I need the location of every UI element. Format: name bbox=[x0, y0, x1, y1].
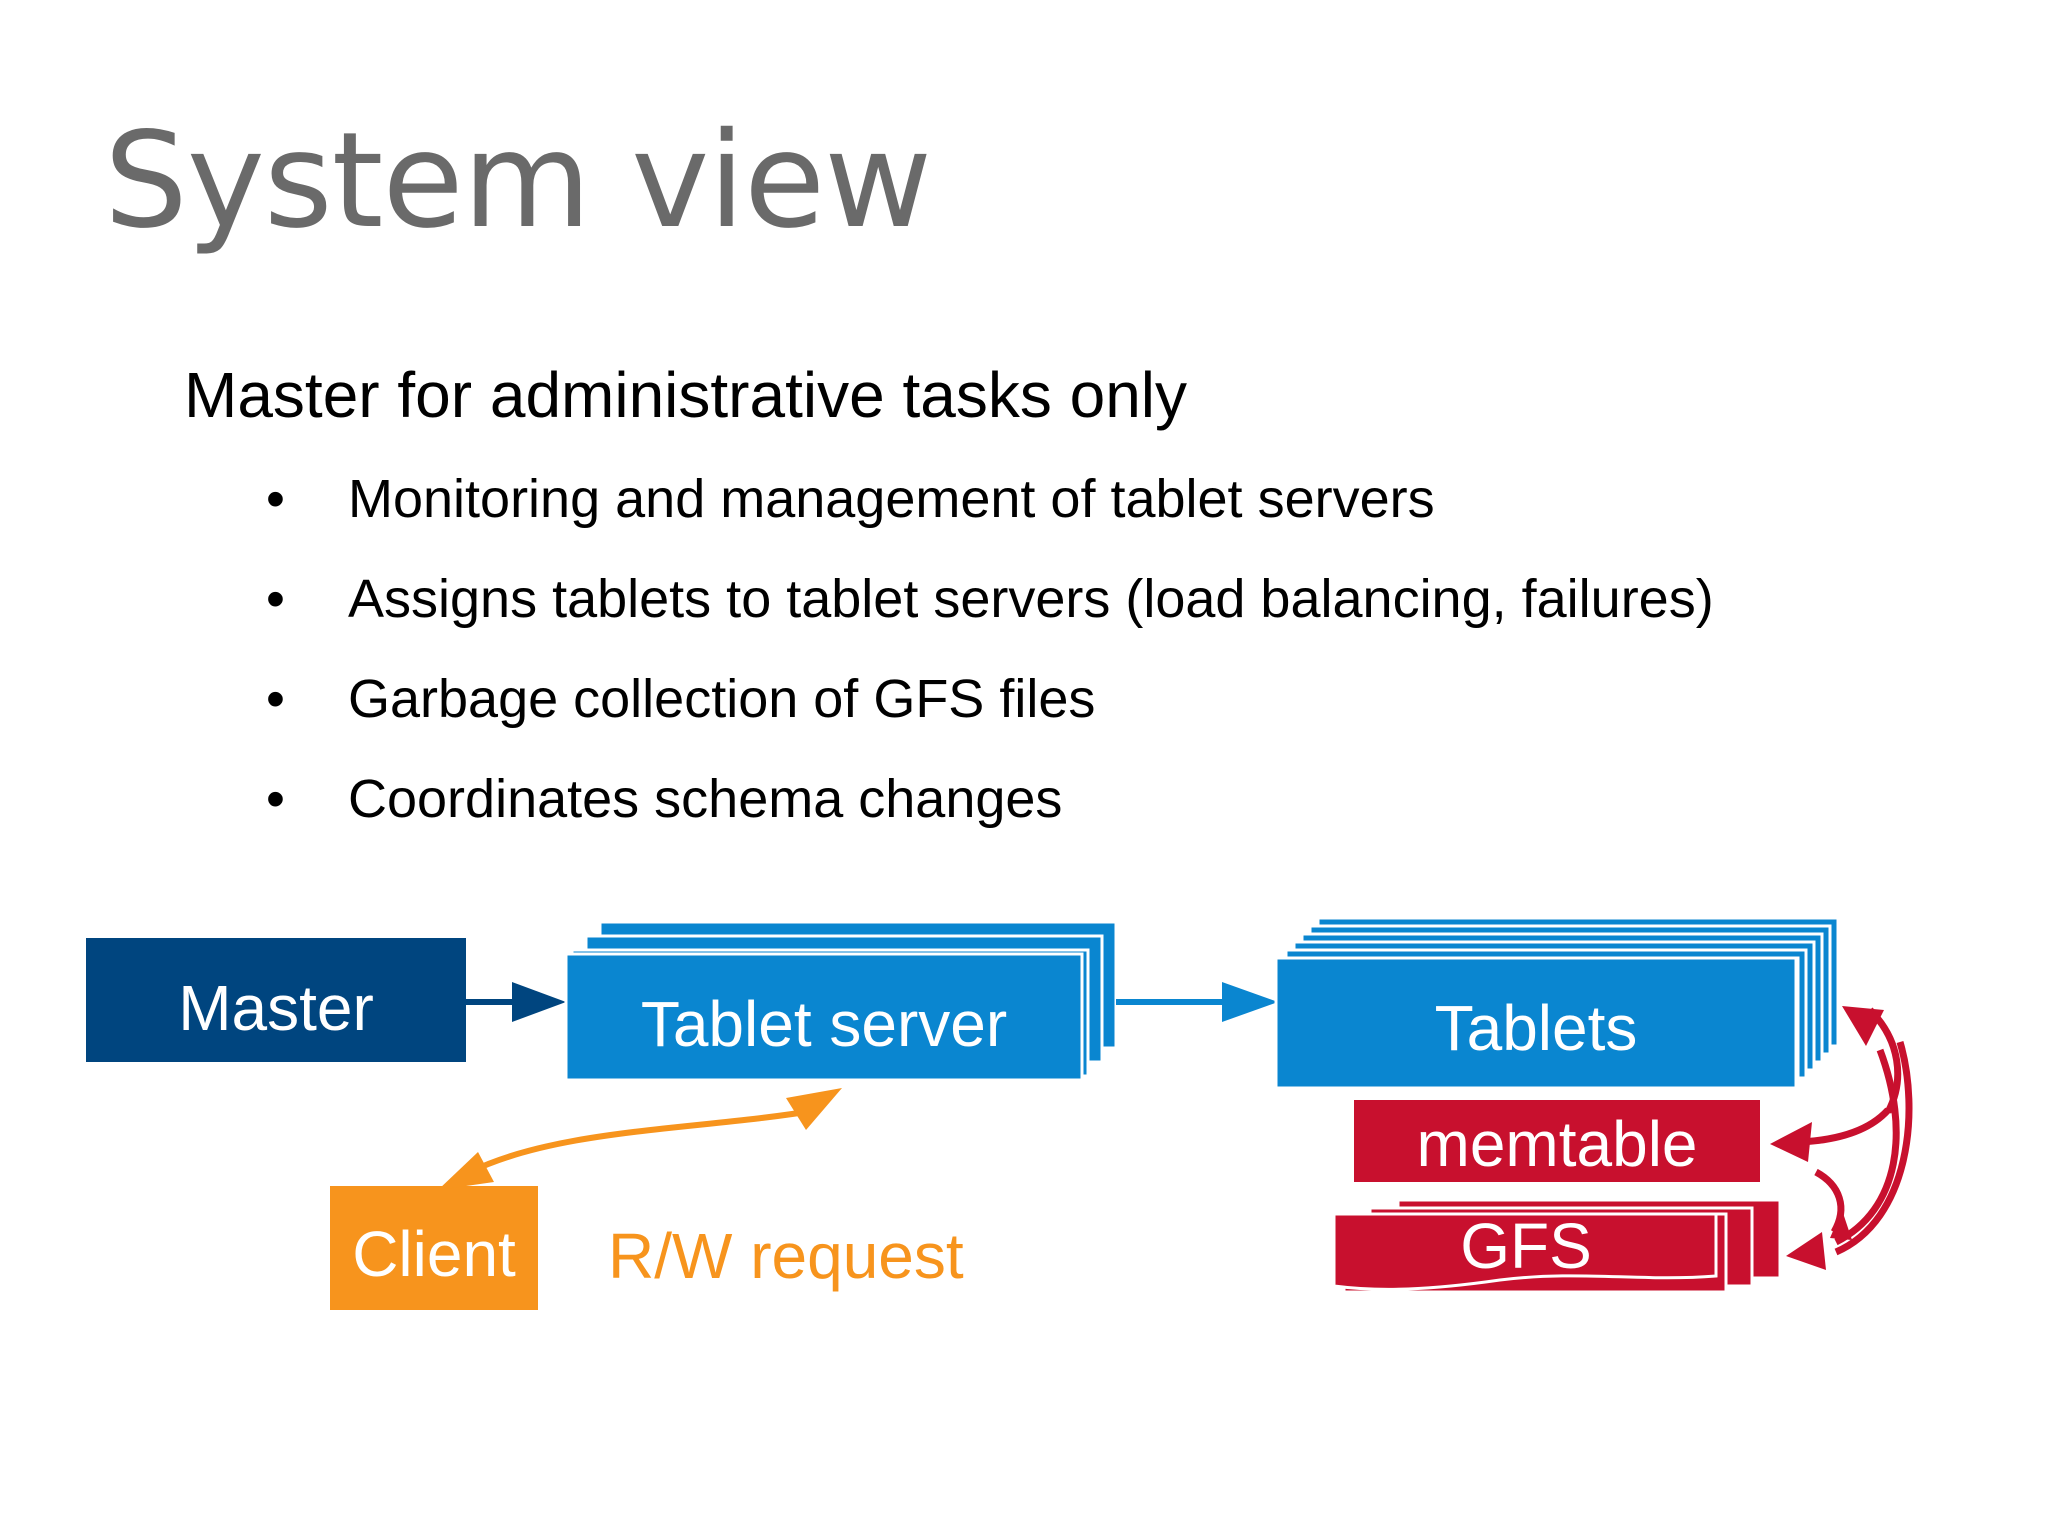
tablets-stack: Tablets bbox=[1274, 916, 1840, 1090]
bullet-symbol: • bbox=[266, 569, 285, 629]
arrowhead-memtable bbox=[1770, 1122, 1812, 1162]
memtable-node: memtable bbox=[1354, 1100, 1760, 1182]
master-box bbox=[86, 938, 466, 1062]
gfs-box bbox=[1332, 1212, 1718, 1291]
bullet-text: Monitoring and management of tablet serv… bbox=[348, 469, 1435, 529]
tablets-box bbox=[1274, 956, 1798, 1090]
tablet-server-stack: Tablet server bbox=[564, 920, 1118, 1082]
client-tablet-server-arrow bbox=[438, 1088, 842, 1190]
gfs-back-box bbox=[1396, 1198, 1782, 1280]
bullet-text: Coordinates schema changes bbox=[348, 769, 1063, 829]
gfs-stack: GFS bbox=[1332, 1198, 1782, 1294]
arrowhead-client bbox=[438, 1152, 494, 1190]
tablet-server-label: Tablet server bbox=[641, 988, 1007, 1060]
memtable-label: memtable bbox=[1417, 1108, 1698, 1180]
arrowhead-tablet-server bbox=[786, 1088, 842, 1130]
bullet-text: Garbage collection of GFS files bbox=[348, 669, 1096, 729]
tablets-back-box bbox=[1276, 956, 1800, 1088]
tablet-server-back-box bbox=[598, 920, 1118, 1050]
gfs-label: GFS bbox=[1460, 1210, 1592, 1282]
tablets-back-box bbox=[1308, 924, 1832, 1056]
bullet-symbol: • bbox=[266, 769, 285, 829]
tablet-server-back-box bbox=[584, 934, 1104, 1064]
gfs-back-box bbox=[1342, 1212, 1728, 1294]
gfs-back-box bbox=[1368, 1206, 1754, 1288]
tablet-server-to-tablets-arrow bbox=[1116, 982, 1278, 1022]
master-to-tablet-server-arrow bbox=[466, 982, 566, 1022]
arrowhead-gfs-mid bbox=[1830, 1210, 1852, 1240]
client-box bbox=[330, 1186, 538, 1310]
memtable-box bbox=[1354, 1100, 1760, 1182]
slide-title: System view bbox=[104, 104, 932, 258]
tablets-back-box bbox=[1300, 932, 1824, 1064]
arrowhead-tablets bbox=[1842, 1006, 1884, 1046]
tablet-server-box bbox=[564, 952, 1084, 1082]
rw-request-label: R/W request bbox=[608, 1220, 964, 1292]
client-label: Client bbox=[352, 1218, 516, 1290]
bullet-symbol: • bbox=[266, 469, 285, 529]
tablets-back-box bbox=[1316, 916, 1840, 1048]
tablets-back-box bbox=[1292, 940, 1816, 1072]
tablets-back-box bbox=[1284, 948, 1808, 1080]
slide-subtitle: Master for administrative tasks only bbox=[184, 359, 1187, 431]
arrowhead-gfs bbox=[1786, 1232, 1826, 1270]
tablets-label: Tablets bbox=[1435, 992, 1638, 1064]
bullet-symbol: • bbox=[266, 669, 285, 729]
master-label: Master bbox=[178, 972, 374, 1044]
storage-arrows bbox=[1799, 1007, 1913, 1256]
client-node: Client bbox=[330, 1186, 538, 1310]
bullet-text: Assigns tablets to tablet servers (load … bbox=[348, 569, 1714, 629]
master-node: Master bbox=[86, 938, 466, 1062]
tablet-server-back-box bbox=[570, 948, 1090, 1078]
